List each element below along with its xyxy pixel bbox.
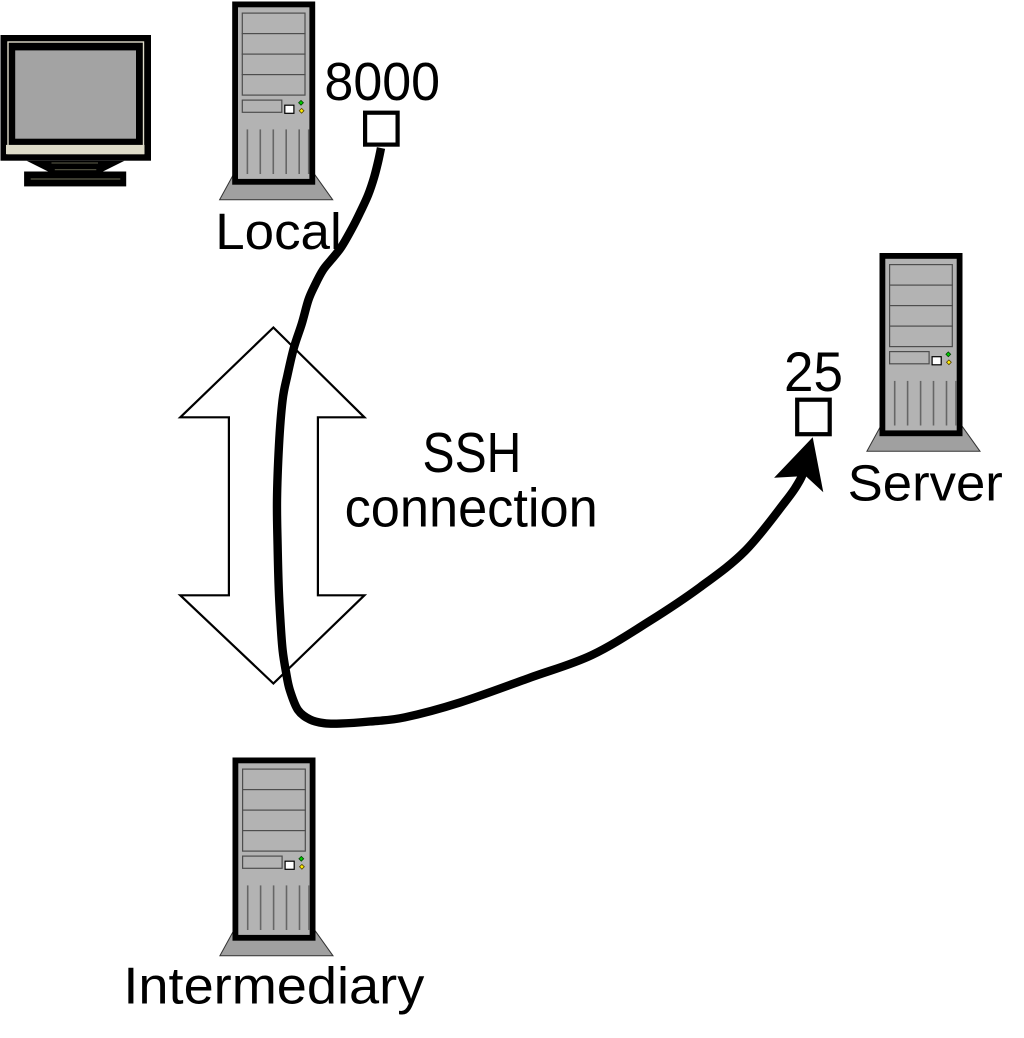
svg-text:Local: Local bbox=[215, 203, 341, 260]
svg-text:SSH: SSH bbox=[423, 423, 522, 485]
svg-text:Intermediary: Intermediary bbox=[123, 958, 424, 1016]
svg-text:8000: 8000 bbox=[324, 52, 440, 112]
svg-text:connection: connection bbox=[345, 479, 598, 539]
svg-text:Server: Server bbox=[848, 455, 1003, 512]
svg-text:25: 25 bbox=[784, 341, 843, 403]
